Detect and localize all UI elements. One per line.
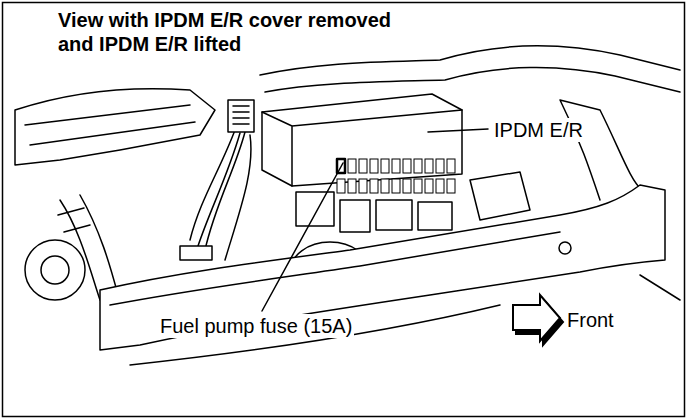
relay xyxy=(340,200,370,232)
text-anchor: IPDM E/R xyxy=(492,118,585,142)
text-anchor: View with IPDM E/R cover removed and IPD… xyxy=(56,8,416,56)
fuse-block xyxy=(336,158,457,198)
support-beam xyxy=(100,185,665,350)
figure-frame xyxy=(3,3,685,417)
relay xyxy=(376,200,412,230)
wire-harness xyxy=(190,130,251,260)
part-label: Fuel pump fuse (15A) xyxy=(158,314,354,338)
ipdm-connector xyxy=(228,100,254,132)
beam-hole xyxy=(559,242,571,254)
lower-panel xyxy=(130,275,680,365)
beam-flange xyxy=(110,232,560,305)
leader-line xyxy=(428,129,488,132)
relay xyxy=(296,192,334,226)
direction-label: Front xyxy=(565,308,616,332)
relay xyxy=(418,202,452,230)
strut-tower xyxy=(560,100,642,200)
round-component-inner xyxy=(41,256,69,284)
text-anchor: Fuel pump fuse (15A) xyxy=(158,314,354,338)
figure-title: View with IPDM E/R cover removed and IPD… xyxy=(56,8,416,56)
leader-line xyxy=(262,163,343,311)
round-component xyxy=(25,240,85,300)
engine-ribs xyxy=(25,105,195,145)
bracket xyxy=(470,172,530,220)
engine-cover xyxy=(15,89,215,165)
text-anchor: Front xyxy=(565,308,616,332)
connector-pins xyxy=(233,106,249,124)
harness-clip xyxy=(180,246,212,260)
front-arrow xyxy=(513,295,560,341)
part-label: IPDM E/R xyxy=(492,118,585,142)
